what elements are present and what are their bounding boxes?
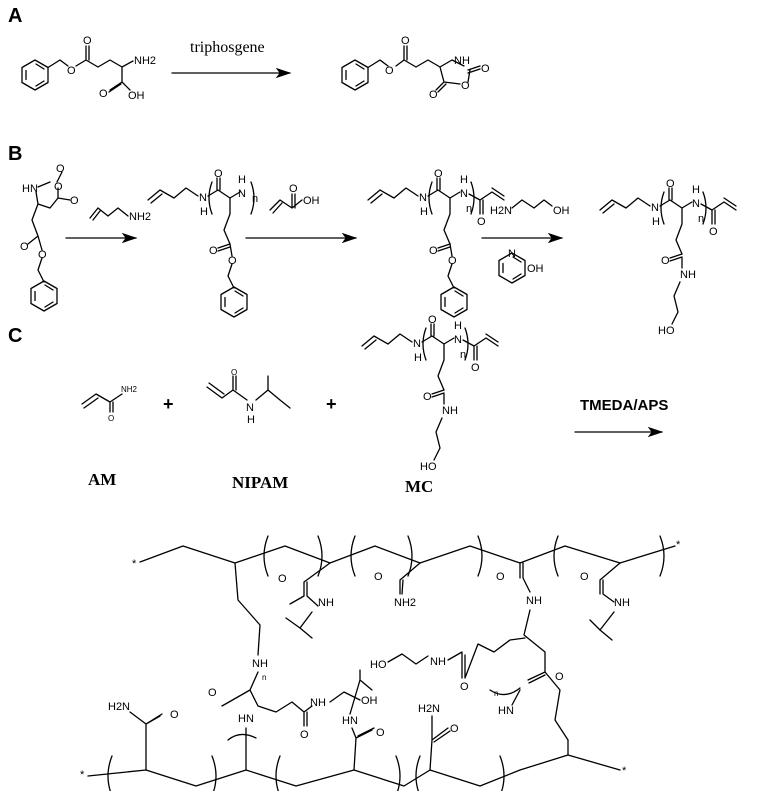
svg-text:O: O xyxy=(20,241,29,253)
svg-text:H2N: H2N xyxy=(490,205,512,217)
svg-text:NH2: NH2 xyxy=(129,211,151,223)
nipam-structure: O N H xyxy=(206,368,291,426)
svg-text:O: O xyxy=(555,671,564,683)
2-hydroxypyridine: N OH xyxy=(498,248,544,284)
svg-text:NH2: NH2 xyxy=(121,385,138,394)
plus-sign: + xyxy=(326,394,337,414)
svg-text:N: N xyxy=(238,188,246,200)
svg-text:HN: HN xyxy=(238,713,254,725)
benzyl-glutamate: O O NH2 O OH xyxy=(21,35,156,102)
svg-text:O: O xyxy=(460,681,469,693)
svg-text:O: O xyxy=(278,573,287,585)
svg-text:*: * xyxy=(622,765,627,777)
svg-text:O: O xyxy=(481,63,490,75)
svg-text:O: O xyxy=(461,80,470,92)
mc-structure: NH HO xyxy=(361,313,499,473)
svg-text:O: O xyxy=(580,571,589,583)
svg-text:NH: NH xyxy=(442,405,458,417)
svg-text:NH: NH xyxy=(318,597,334,609)
acrylamide-structure: NH2 O xyxy=(81,385,138,423)
svg-text:HO: HO xyxy=(658,325,675,337)
svg-text:*: * xyxy=(676,539,681,551)
svg-text:OH: OH xyxy=(361,695,378,707)
ethanolamine: H2N OH xyxy=(490,199,570,217)
svg-text:NH: NH xyxy=(310,697,326,709)
panel-label-b: B xyxy=(8,143,22,165)
svg-text:O: O xyxy=(38,249,47,261)
svg-text:O: O xyxy=(214,168,223,180)
svg-text:O: O xyxy=(401,35,410,47)
svg-text:O: O xyxy=(496,571,505,583)
svg-text:NH: NH xyxy=(526,595,542,607)
svg-text:O: O xyxy=(170,709,179,721)
svg-text:O: O xyxy=(376,727,385,739)
svg-text:NH: NH xyxy=(614,597,630,609)
svg-text:*: * xyxy=(80,769,85,781)
svg-text:N: N xyxy=(508,248,516,260)
svg-text:n: n xyxy=(252,193,258,205)
svg-text:O: O xyxy=(448,255,457,267)
svg-text:O: O xyxy=(108,414,114,423)
hydrogel-network: * * NH n O NH O NH2 O NH O NH HO NH O O … xyxy=(80,535,681,791)
svg-text:NH: NH xyxy=(430,656,446,668)
svg-text:O: O xyxy=(54,181,63,193)
poly-benzyl-glutamate: N H O N H n O O xyxy=(147,168,258,318)
svg-text:O: O xyxy=(231,368,237,377)
panel-label-c: C xyxy=(8,325,22,347)
label-am: AM xyxy=(88,470,116,489)
svg-text:NH2: NH2 xyxy=(394,597,416,609)
svg-text:HN: HN xyxy=(22,183,38,195)
svg-text:HO: HO xyxy=(420,461,437,473)
svg-text:NH: NH xyxy=(454,55,470,67)
svg-text:H: H xyxy=(247,414,255,426)
reagent-triphosgene: triphosgene xyxy=(190,39,265,56)
svg-text:N: N xyxy=(199,192,207,204)
svg-text:H: H xyxy=(200,206,208,218)
acrylic-acid: O OH xyxy=(269,183,320,214)
butenylamine: NH2 xyxy=(89,207,151,223)
svg-text:O: O xyxy=(228,255,237,267)
svg-text:NH2: NH2 xyxy=(134,55,156,67)
svg-text:O: O xyxy=(385,65,394,77)
svg-text:O: O xyxy=(99,88,108,100)
svg-text:O: O xyxy=(56,163,65,175)
glu-nca-product: O O NH O O O xyxy=(341,35,490,101)
svg-text:O: O xyxy=(450,723,459,735)
svg-text:H2N: H2N xyxy=(418,703,440,715)
svg-text:NH: NH xyxy=(680,269,696,281)
reagent-tmeda-aps: TMEDA/APS xyxy=(580,397,668,414)
glu-nca-monomer: HN O O O O O xyxy=(20,163,79,312)
svg-text:*: * xyxy=(132,558,137,570)
plus-sign: + xyxy=(163,394,174,414)
svg-text:O: O xyxy=(429,89,438,101)
label-mc: MC xyxy=(405,477,433,496)
svg-text:O: O xyxy=(83,35,92,47)
svg-text:n: n xyxy=(262,673,266,682)
svg-text:N: N xyxy=(246,402,254,414)
svg-text:O: O xyxy=(374,571,383,583)
svg-text:OH: OH xyxy=(553,205,570,217)
svg-text:OH: OH xyxy=(303,195,320,207)
svg-text:OH: OH xyxy=(527,263,544,275)
svg-text:OH: OH xyxy=(128,90,145,102)
svg-text:H: H xyxy=(238,174,246,186)
svg-text:O: O xyxy=(289,183,298,195)
label-nipam: NIPAM xyxy=(232,473,288,492)
svg-text:O: O xyxy=(70,195,79,207)
svg-text:HN: HN xyxy=(342,715,358,727)
hydroxyethyl-macromonomer-b: NH HO xyxy=(599,177,737,337)
svg-text:NH: NH xyxy=(252,658,268,670)
svg-text:H2N: H2N xyxy=(108,701,130,713)
svg-text:O: O xyxy=(300,729,309,741)
svg-text:O: O xyxy=(209,245,218,257)
acrylated-poly-benzyl-glutamate: O xyxy=(367,167,505,318)
panel-label-a: A xyxy=(8,5,22,27)
svg-text:HO: HO xyxy=(370,659,387,671)
svg-text:HN: HN xyxy=(498,705,514,717)
svg-text:O: O xyxy=(67,65,76,77)
svg-text:O: O xyxy=(208,687,217,699)
